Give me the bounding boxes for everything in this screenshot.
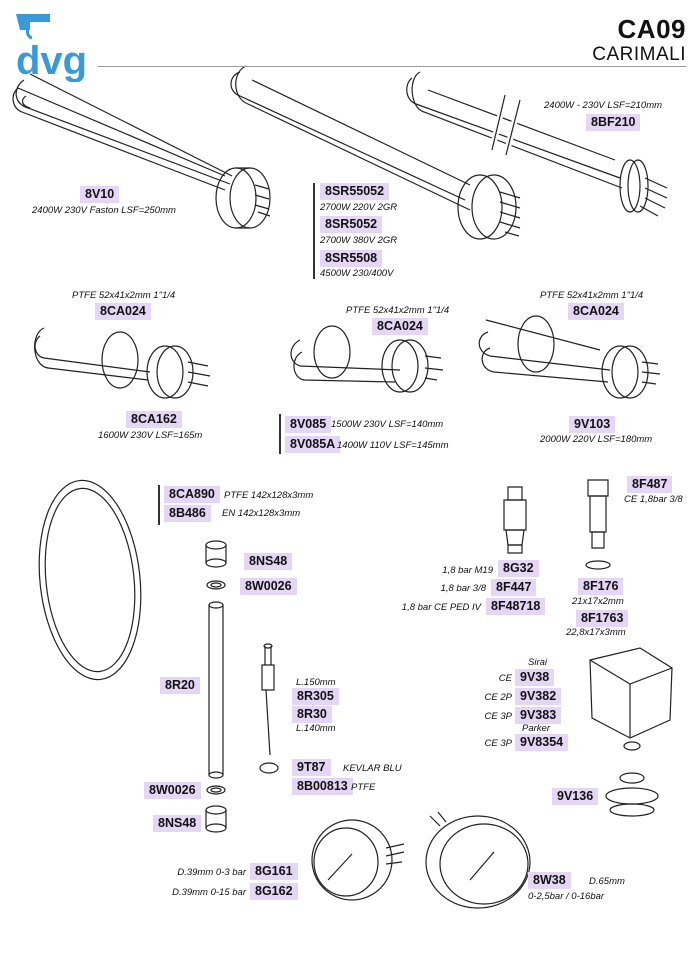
- page-code: CA09: [617, 14, 686, 44]
- membrane-kit-9v136: [605, 772, 659, 817]
- heater-element-9v103: [478, 315, 661, 399]
- part-code-9v103: 9V103: [569, 416, 616, 433]
- part-desc-8g161: D.39mm 0-3 bar: [177, 867, 246, 878]
- part-code-8ns48-top: 8NS48: [244, 553, 293, 570]
- part-code-8f176: 8F176: [578, 578, 624, 595]
- part-desc-8v10: 2400W 230V Faston LSF=250mm: [32, 205, 176, 216]
- part-code-8ca024-c: 8CA024: [568, 303, 624, 320]
- part-desc-8sr5508: 4500W 230/400V: [320, 268, 394, 279]
- gasket-8ca890: [38, 479, 142, 681]
- parker-label: Parker: [522, 723, 550, 734]
- washer-8w0026-top: [206, 580, 226, 590]
- part-code-9v136: 9V136: [552, 788, 599, 805]
- heater-element-8sr: [230, 65, 521, 240]
- part-desc-9v382: CE 2P: [484, 692, 512, 703]
- part-desc-8bf210: 2400W - 230V LSF=210mm: [544, 100, 663, 111]
- part-code-8v10: 8V10: [80, 186, 120, 203]
- pressure-switch: [589, 647, 673, 751]
- part-desc-9v8354: CE 3P: [484, 738, 512, 749]
- pressure-gauge-8w38: [425, 811, 531, 909]
- level-probe-8r305: [259, 643, 279, 774]
- part-desc-8sr55052: 2700W 220V 2GR: [320, 202, 398, 213]
- part-code-9v8354: 9V8354: [515, 734, 569, 751]
- svg-text:dvg: dvg: [16, 39, 87, 82]
- part-code-8ca024-a: 8CA024: [95, 303, 151, 320]
- part-code-8r20: 8R20: [160, 677, 200, 694]
- brand-name: CARIMALI: [592, 44, 686, 65]
- part-code-8w38: 8W38: [528, 872, 571, 889]
- part-desc-8r305: L.150mm: [296, 677, 336, 688]
- part-desc-9v103: 2000W 220V LSF=180mm: [540, 434, 653, 445]
- part-code-8g162: 8G162: [250, 883, 298, 900]
- heater-element-8ca162: [34, 327, 211, 399]
- part-desc-8v085a: 1400W 110V LSF=145mm: [337, 440, 449, 451]
- part-code-8ca024-b: 8CA024: [372, 318, 428, 335]
- part-code-8w0026-bottom: 8W0026: [144, 782, 201, 799]
- safety-valve-8f176: [585, 479, 611, 570]
- part-code-9v383: 9V383: [515, 707, 562, 724]
- part-desc-8ca024-c: PTFE 52x41x2mm 1"1/4: [540, 290, 644, 301]
- group-bracket-8v085: [279, 414, 281, 454]
- part-code-8g161: 8G161: [250, 863, 298, 880]
- part-code-8sr55052: 8SR55052: [320, 183, 390, 200]
- safety-valve-8g32: [503, 486, 527, 554]
- part-code-8f447: 8F447: [491, 579, 537, 596]
- part-code-8ca890: 8CA890: [164, 486, 220, 503]
- part-desc-8ca024-b: PTFE 52x41x2mm 1"1/4: [346, 305, 450, 316]
- part-desc-9v383: CE 3P: [484, 711, 512, 722]
- part-code-8b00813: 8B00813: [292, 778, 353, 795]
- part-code-8w0026-top: 8W0026: [240, 578, 297, 595]
- part-code-8r305: 8R305: [292, 688, 339, 705]
- sleeve-8ns48-bottom: [205, 805, 227, 833]
- part-desc-8f48718: 1,8 bar CE PED IV: [401, 602, 481, 613]
- part-code-8bf210: 8BF210: [586, 114, 641, 131]
- part-desc-8v085: 1500W 230V LSF=140mm: [331, 419, 444, 430]
- part-desc-8g32: 1,8 bar M19: [442, 565, 493, 576]
- part-code-8r30: 8R30: [292, 706, 332, 723]
- part-desc-8ca890: PTFE 142x128x3mm: [224, 490, 314, 501]
- heater-element-8bf210: [406, 71, 668, 217]
- part-desc-8b00813: PTFE: [351, 782, 376, 793]
- part-desc-8g162: D.39mm 0-15 bar: [172, 887, 246, 898]
- tube-8r20: [208, 601, 224, 779]
- part-desc-8sr5052: 2700W 380V 2GR: [320, 235, 398, 246]
- part-desc-8ca162: 1600W 230V LSF=165m: [98, 430, 203, 441]
- part-desc2-8w38: 0-2,5bar / 0-16bar: [528, 891, 605, 902]
- group-bracket-8sr: [313, 183, 315, 279]
- part-code-8v085a: 8V085A: [285, 436, 341, 453]
- part-code-8b486: 8B486: [164, 505, 211, 522]
- part-code-9v382: 9V382: [515, 688, 562, 705]
- part-code-9t87: 9T87: [292, 759, 331, 776]
- part-desc-9t87: KEVLAR BLU: [343, 763, 402, 774]
- part-desc-8f447: 1,8 bar 3/8: [440, 583, 486, 594]
- pressure-gauge-8g161: [311, 819, 405, 901]
- part-desc-8r30: L.140mm: [296, 723, 336, 734]
- part-code-8f48718: 8F48718: [486, 598, 546, 615]
- part-desc-8w38: D.65mm: [589, 876, 625, 887]
- group-bracket-8ca890: [158, 485, 160, 525]
- heater-element-8v085: [290, 325, 444, 393]
- sirai-label: Sirai: [528, 657, 548, 668]
- washer-8w0026-bottom: [206, 785, 226, 795]
- part-code-8v085: 8V085: [285, 416, 332, 433]
- part-desc-9v38: CE: [498, 673, 512, 684]
- part-code-8g32: 8G32: [498, 560, 539, 577]
- part-code-8sr5508: 8SR5508: [320, 250, 383, 267]
- part-desc-8b486: EN 142x128x3mm: [222, 508, 301, 519]
- heater-element-8v10: [12, 73, 271, 229]
- part-code-9v38: 9V38: [515, 669, 555, 686]
- part-desc-8f176: 21x17x2mm: [572, 596, 624, 607]
- header-divider: [98, 66, 686, 67]
- part-desc-8f487: CE 1,8bar 3/8: [624, 494, 683, 505]
- dvg-logo: dvg: [16, 14, 87, 82]
- part-code-8ca162: 8CA162: [126, 411, 182, 428]
- part-code-8sr5052: 8SR5052: [320, 216, 383, 233]
- part-desc-8ca024-a: PTFE 52x41x2mm 1"1/4: [72, 290, 176, 301]
- part-desc-8f1763: 22,8x17x3mm: [566, 627, 626, 638]
- sleeve-8ns48-top: [205, 540, 227, 568]
- part-code-8f487: 8F487: [627, 476, 673, 493]
- part-code-8ns48-bottom: 8NS48: [153, 815, 202, 832]
- part-code-8f1763: 8F1763: [576, 610, 629, 627]
